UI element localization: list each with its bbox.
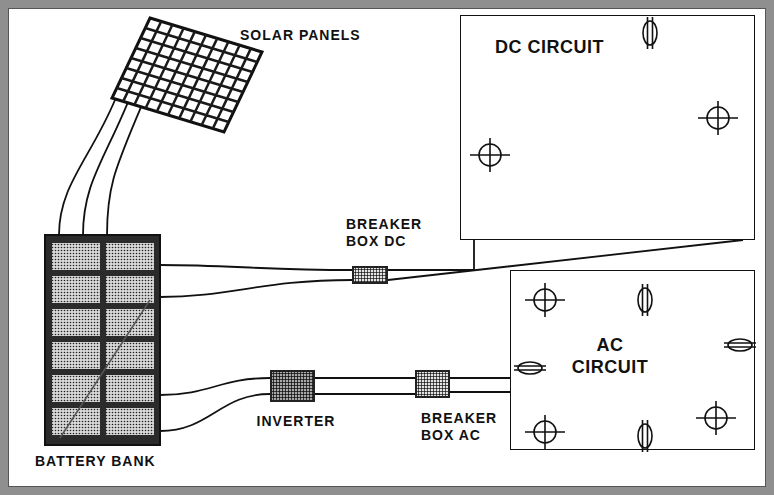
solar-panel: SOLAR PANELS [112,18,264,134]
battery-drawing [45,235,160,445]
text-holder: DC CIRCUIT [495,37,635,59]
text-holder: AC CIRCUIT [561,335,659,378]
wire [388,240,743,280]
breaker-box: BREAKER BOX DC [352,266,388,284]
node-label: AC CIRCUIT [561,335,659,378]
wire [59,99,141,235]
node-label: BATTERY BANK [35,453,156,470]
wire [160,265,352,297]
node-label: BREAKER BOX AC [421,410,505,444]
node-label: INVERTER [257,413,336,430]
solar-panel-drawing [112,18,262,132]
wire [160,378,270,431]
breaker-box: BREAKER BOX AC [415,370,450,398]
text-holder: BREAKER BOX AC [421,410,505,444]
lamp-symbols [470,17,756,452]
node-label: DC CIRCUIT [495,37,604,59]
battery-bank: BATTERY BANK [45,235,160,445]
wire [315,378,415,394]
ac-circuit: AC CIRCUIT [510,270,755,450]
text-holder: INVERTER [246,412,346,430]
text-holder: BREAKER BOX DC [346,216,438,250]
node-label: BREAKER BOX DC [346,216,438,250]
wire [450,378,510,392]
dc-circuit: DC CIRCUIT [460,15,755,240]
text-holder: SOLAR PANELS [240,26,410,44]
text-holder: BATTERY BANK [35,452,205,470]
node-label: SOLAR PANELS [240,27,361,44]
inverter-box: INVERTER [270,370,315,402]
